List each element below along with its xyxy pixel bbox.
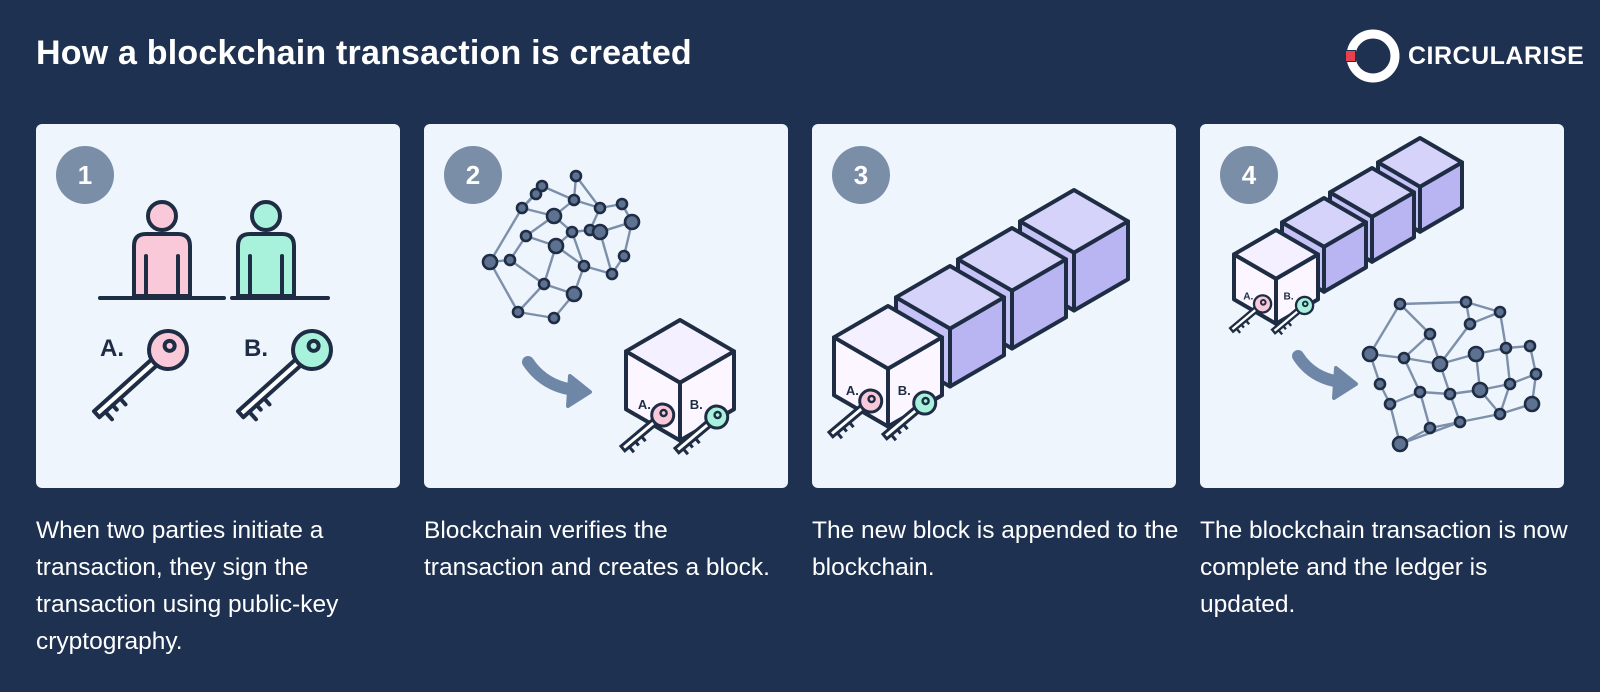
key-b-icon <box>235 329 333 422</box>
step-badge: 3 <box>832 146 890 204</box>
block-key-b-label: B. <box>898 383 911 398</box>
new-block-icon: A. B. <box>826 304 944 442</box>
new-block-icon: A. B. <box>1228 228 1320 336</box>
block-key-b-label: B. <box>1284 291 1294 302</box>
step-badge: 1 <box>56 146 114 204</box>
blockchain-illustration: A. B. <box>826 188 1130 442</box>
step-badge: 2 <box>444 146 502 204</box>
two-parties-illustration: A. B. <box>91 200 333 422</box>
key-a-icon <box>91 329 189 422</box>
network-illustration <box>481 169 641 325</box>
step-1-caption: When two parties initiate a transaction,… <box>36 517 339 655</box>
key-a-label: A. <box>100 335 124 362</box>
brand-name: CIRCULARISE <box>1408 41 1585 70</box>
network-illustration <box>1361 295 1543 453</box>
step-3-panel: A. B. 3 <box>812 124 1176 488</box>
step-1-panel: A. B. 1 <box>36 124 400 488</box>
block-key-a-label: A. <box>638 397 651 412</box>
circularise-logo-icon <box>1344 29 1400 83</box>
block-key-a-label: A. <box>1243 291 1253 302</box>
step-4-caption: The blockchain transaction is now comple… <box>1200 517 1568 618</box>
step-4-panel: A. B. 4 <box>1200 124 1564 488</box>
arrow-icon <box>522 356 580 396</box>
blockchain-illustration: A. B. <box>1228 136 1464 336</box>
page-title: How a blockchain transaction is created <box>36 34 692 72</box>
brand-logo: CIRCULARISE <box>1344 26 1584 86</box>
step-badge: 4 <box>1220 146 1278 204</box>
block-key-a-label: A. <box>846 383 859 398</box>
block-key-b-label: B. <box>690 397 703 412</box>
step-2-caption: Blockchain verifies the transaction and … <box>424 517 770 581</box>
step-3-caption: The new block is appended to the blockch… <box>812 517 1179 581</box>
step-2-panel: A. B. 2 <box>424 124 788 488</box>
key-b-label: B. <box>244 335 268 362</box>
new-block-icon: A. B. <box>618 318 736 456</box>
